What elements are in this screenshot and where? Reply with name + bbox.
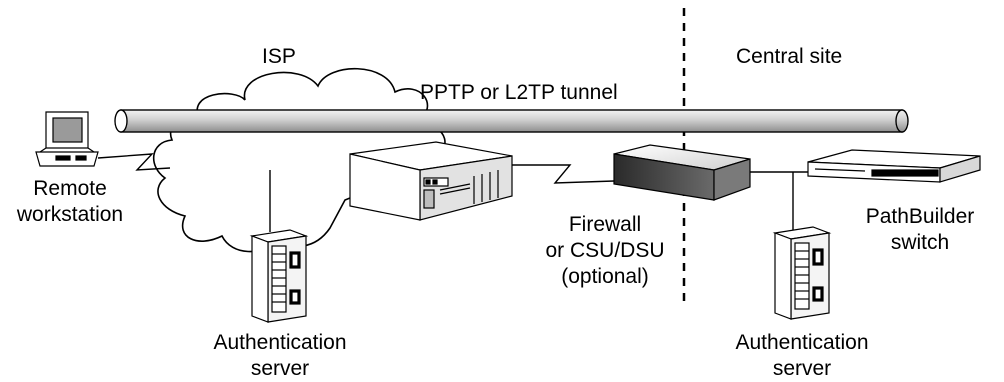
firewall-icon (613, 144, 751, 201)
remote-workstation-label-line-2: workstation (16, 203, 124, 226)
pathbuilder-label-line-1: PathBuilder (865, 205, 975, 228)
pathbuilder-label: PathBuilder switch (850, 204, 990, 256)
central-auth-server-label-line-1: Authentication (735, 331, 869, 354)
workstation-icon (35, 111, 99, 167)
firewall-label-line-2: or CSU/DSU (545, 239, 665, 262)
firewall-label-line-1: Firewall (568, 213, 642, 236)
central-auth-server-icon (772, 226, 832, 320)
pptp-tunnel (114, 109, 909, 133)
firewall-label: Firewall or CSU/DSU (optional) (525, 212, 685, 290)
central-auth-server-label-line-2: server (772, 357, 832, 380)
isp-auth-server-label-line-1: Authentication (213, 331, 347, 354)
remote-workstation-label: Remote workstation (0, 176, 140, 228)
isp-label: ISP (262, 45, 296, 68)
isp-auth-server-icon (249, 229, 309, 323)
pathbuilder-switch-icon (807, 149, 981, 183)
tunnel-label: PPTP or L2TP tunnel (420, 81, 618, 104)
remote-workstation-label-line-1: Remote (33, 177, 107, 200)
isp-auth-server-label: Authentication server (190, 330, 370, 382)
firewall-label-line-3: (optional) (561, 265, 649, 288)
isp-auth-server-label-line-2: server (250, 357, 310, 380)
central-auth-server-label: Authentication server (712, 330, 892, 382)
pathbuilder-label-line-2: switch (890, 231, 950, 254)
central-site-label: Central site (736, 45, 843, 68)
isp-access-server-icon (349, 141, 513, 221)
